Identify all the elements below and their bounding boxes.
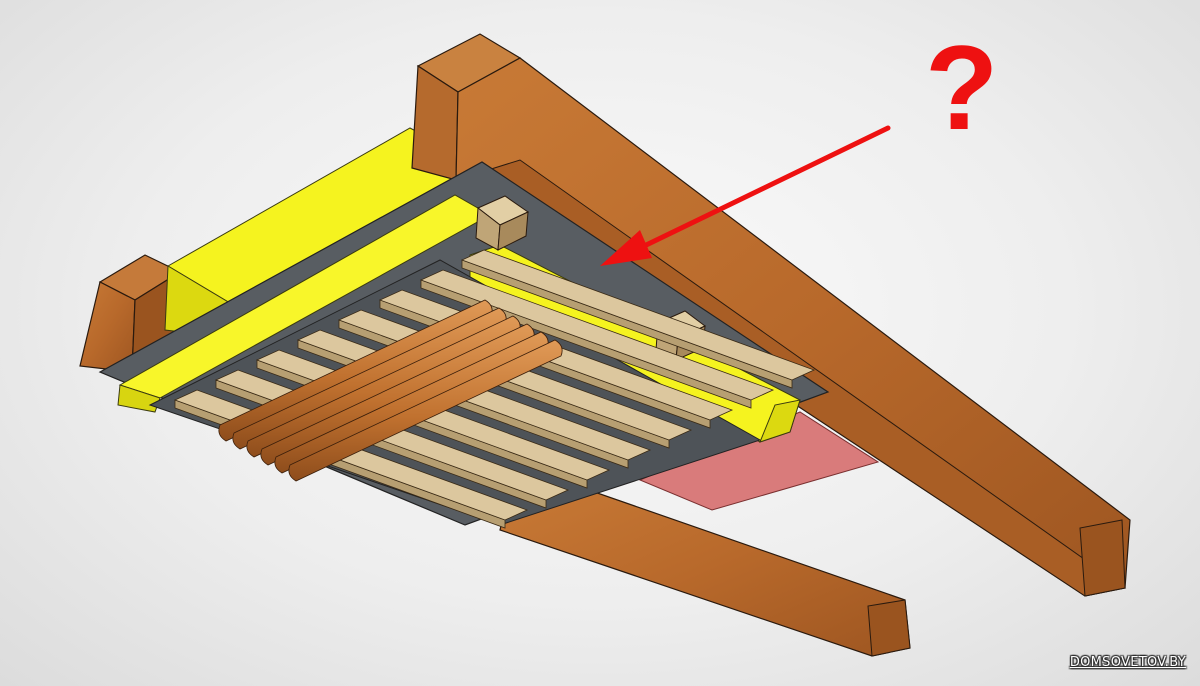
site-watermark: DOMSOVETOV.BY [1069, 655, 1186, 670]
red-pointer-arrow-icon [600, 125, 891, 266]
wood-block-1 [475, 195, 530, 251]
batten [460, 249, 816, 389]
front-beam [499, 479, 911, 657]
log-board [288, 339, 563, 482]
log-boards-group [218, 299, 563, 482]
question-mark-annotation: ? [925, 21, 999, 155]
